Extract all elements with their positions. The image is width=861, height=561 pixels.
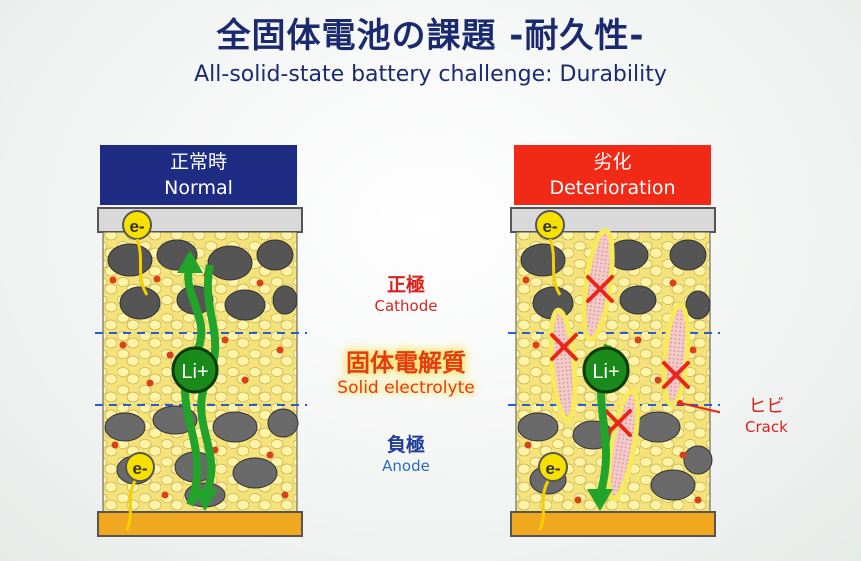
ion-arrow-up-icon <box>177 250 203 273</box>
lithium-ion-text: Li+ <box>592 361 619 383</box>
normal-cell: Li+ e- e- <box>95 207 307 537</box>
bottom-collector <box>510 511 716 537</box>
crack-label-en: Crack <box>745 418 788 436</box>
anode-label: 負極 Anode <box>296 430 516 475</box>
bottom-collector <box>97 511 303 537</box>
lithium-ion-icon <box>171 346 219 394</box>
cathode-label-en: Cathode <box>374 297 438 315</box>
electrolyte-label-jp: 固体電解質 <box>346 349 466 377</box>
electron-bottom-text: e- <box>132 459 147 478</box>
anode-label-en: Anode <box>382 457 430 475</box>
electrolyte-label: 固体電解質 Solid electrolyte <box>296 343 516 398</box>
anode-label-jp: 負極 <box>386 434 425 456</box>
lithium-ion-icon <box>582 346 630 394</box>
electron-bottom-icon <box>538 452 568 482</box>
electron-bottom-path <box>125 480 137 531</box>
electron-bottom-text: e- <box>545 459 560 478</box>
crack-label: ヒビ Crack <box>745 392 788 436</box>
cathode-label-jp: 正極 <box>386 274 425 296</box>
deterioration-header: 劣化 Deterioration <box>514 145 711 205</box>
normal-label-en: Normal <box>164 177 233 199</box>
deterioration-label-jp: 劣化 <box>593 151 632 173</box>
page-subtitle: All-solid-state battery challenge: Durab… <box>194 62 667 87</box>
deterioration-cell: Li+ e- e- <box>508 207 720 537</box>
normal-label-jp: 正常時 <box>169 151 227 173</box>
additive-dots <box>522 271 702 504</box>
electron-bottom-icon <box>125 452 155 482</box>
electron-top-path <box>135 238 149 296</box>
electron-top-path <box>548 238 562 296</box>
normal-header: 正常時 Normal <box>100 145 297 205</box>
failure-x-icons <box>550 275 690 437</box>
page-title: 全固体電池の課題 -耐久性- <box>216 16 645 56</box>
lithium-ion-text: Li+ <box>181 361 208 383</box>
crack-label-jp: ヒビ <box>748 396 785 417</box>
crack-pointer-line <box>679 402 720 414</box>
electron-top-text: e- <box>129 217 144 236</box>
crack-pointer-dot <box>677 400 683 406</box>
electron-bottom-path <box>538 480 550 531</box>
electron-top-text: e- <box>542 217 557 236</box>
deterioration-label-en: Deterioration <box>549 177 676 199</box>
electrolyte-label-en: Solid electrolyte <box>337 378 475 398</box>
ion-arrow-down-icon <box>192 489 218 511</box>
ion-arrow-down-icon <box>587 489 613 511</box>
cathode-label: 正極 Cathode <box>296 270 516 315</box>
